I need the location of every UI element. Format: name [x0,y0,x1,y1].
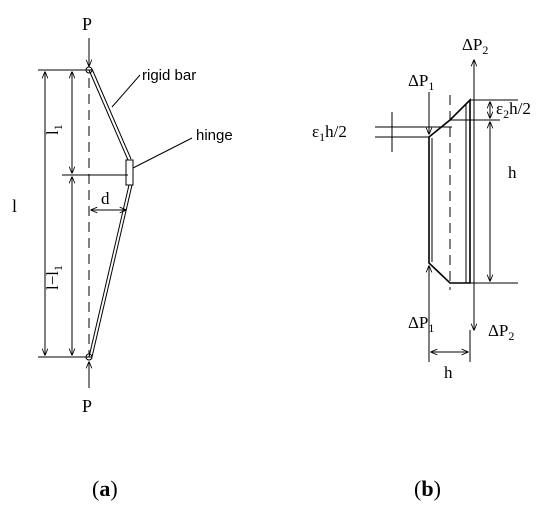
force-label-bottom-left: ΔP1 [408,313,434,335]
total-length-label: l [12,196,17,216]
upper-length-label: l1 [43,124,65,135]
lower-length-label: l−l1 [43,265,65,290]
offset-label: d [101,189,110,208]
rigid-bar-line-1 [88,69,129,161]
rigid-bar-line-2 [91,68,132,160]
svg-text:l1: l1 [43,124,65,135]
svg-text:l−l1: l−l1 [43,265,65,290]
load-label-bottom: P [82,396,92,416]
right-strain-label: ε2h/2 [496,99,531,121]
figure-b: ΔP2 ΔP2 ΔP1 ΔP1 ε1h/2 ε2h/2 [312,35,531,501]
hinge-label: hinge [196,127,233,144]
load-label-top: P [82,14,92,34]
hinge-block [125,159,134,186]
force-label-bottom-right: ΔP2 [488,321,514,343]
force-label-top-right: ΔP2 [462,35,488,57]
left-strain-label: ε1h/2 [312,122,347,144]
caption-a: (a) [92,476,118,501]
rigid-bar-label: rigid bar [142,67,196,84]
caption-b: (b) [414,476,441,501]
lower-bar-line-1 [88,184,130,358]
hinge-leader [132,137,193,169]
rigid-bar-leader [111,74,141,108]
width-label: h [444,363,453,382]
lower-bar-line-2 [91,184,133,358]
figure-a: P P rigid bar hinge l l1 [12,14,233,501]
height-label: h [508,163,517,182]
force-label-top-left: ΔP1 [408,71,434,93]
